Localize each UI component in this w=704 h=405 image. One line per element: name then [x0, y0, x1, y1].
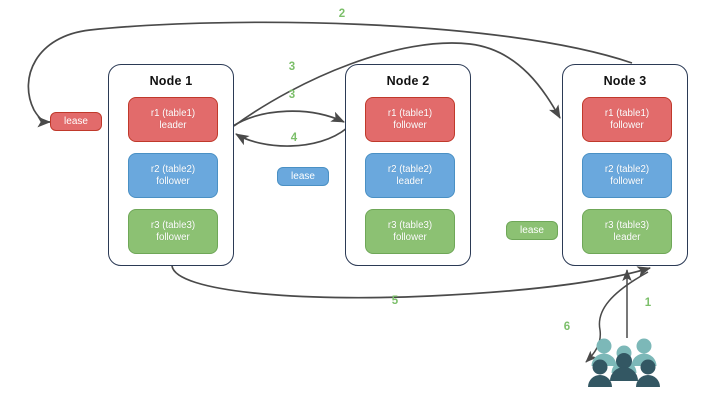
replica-line2: leader	[159, 119, 187, 131]
lease-badge-red[interactable]: lease	[50, 112, 102, 131]
lease-label: lease	[520, 225, 544, 236]
replica-n1-r1[interactable]: r1 (table1) leader	[128, 97, 218, 142]
step-label-3-lower: 3	[288, 89, 296, 101]
lease-badge-green[interactable]: lease	[506, 221, 558, 240]
lease-label: lease	[64, 116, 88, 127]
users-group-icon	[588, 336, 660, 392]
replica-n2-r2[interactable]: r2 (table2) leader	[365, 153, 455, 198]
step-label-3-upper: 3	[288, 61, 296, 73]
replica-n1-r2[interactable]: r2 (table2) follower	[128, 153, 218, 198]
replica-line2: follower	[610, 175, 644, 187]
replica-line1: r1 (table1)	[387, 108, 433, 120]
replica-line2: follower	[393, 231, 427, 243]
replica-n2-r3[interactable]: r3 (table3) follower	[365, 209, 455, 254]
replica-line2: follower	[393, 119, 427, 131]
replica-n3-r3[interactable]: r3 (table3) leader	[582, 209, 672, 254]
replica-line1: r1 (table1)	[150, 108, 196, 120]
step-label-2: 2	[338, 8, 346, 20]
lease-label: lease	[291, 171, 315, 182]
lease-badge-blue[interactable]: lease	[277, 167, 329, 186]
node-box-node3: Node 3 r1 (table1) follower r2 (table2) …	[562, 64, 688, 266]
replica-line1: r3 (table3)	[387, 220, 433, 232]
replica-n3-r1[interactable]: r1 (table1) follower	[582, 97, 672, 142]
replica-line1: r3 (table3)	[150, 220, 196, 232]
step-label-1: 1	[644, 297, 652, 309]
replica-line2: leader	[613, 231, 641, 243]
replica-line1: r2 (table2)	[604, 164, 650, 176]
step-label-4: 4	[290, 132, 298, 144]
replica-line2: leader	[396, 175, 424, 187]
node-box-node2: Node 2 r1 (table1) follower r2 (table2) …	[345, 64, 471, 266]
replica-line2: follower	[610, 119, 644, 131]
replica-n3-r2[interactable]: r2 (table2) follower	[582, 153, 672, 198]
step-label-6: 6	[563, 321, 571, 333]
arrow-step-3-node1-to-node2	[232, 110, 345, 127]
replica-line1: r3 (table3)	[604, 220, 650, 232]
replica-n2-r1[interactable]: r1 (table1) follower	[365, 97, 455, 142]
replica-line1: r2 (table2)	[387, 164, 433, 176]
node-box-node1: Node 1 r1 (table1) leader r2 (table2) fo…	[108, 64, 234, 266]
arrow-step-5-node1-to-node3	[171, 265, 651, 299]
replica-line2: follower	[156, 175, 190, 187]
node-title: Node 1	[149, 74, 193, 88]
replica-n1-r3[interactable]: r3 (table3) follower	[128, 209, 218, 254]
node-title: Node 3	[603, 74, 647, 88]
replica-line1: r1 (table1)	[604, 108, 650, 120]
replica-line2: follower	[156, 231, 190, 243]
step-label-5: 5	[391, 295, 399, 307]
node-title: Node 2	[386, 74, 430, 88]
replica-line1: r2 (table2)	[150, 164, 196, 176]
